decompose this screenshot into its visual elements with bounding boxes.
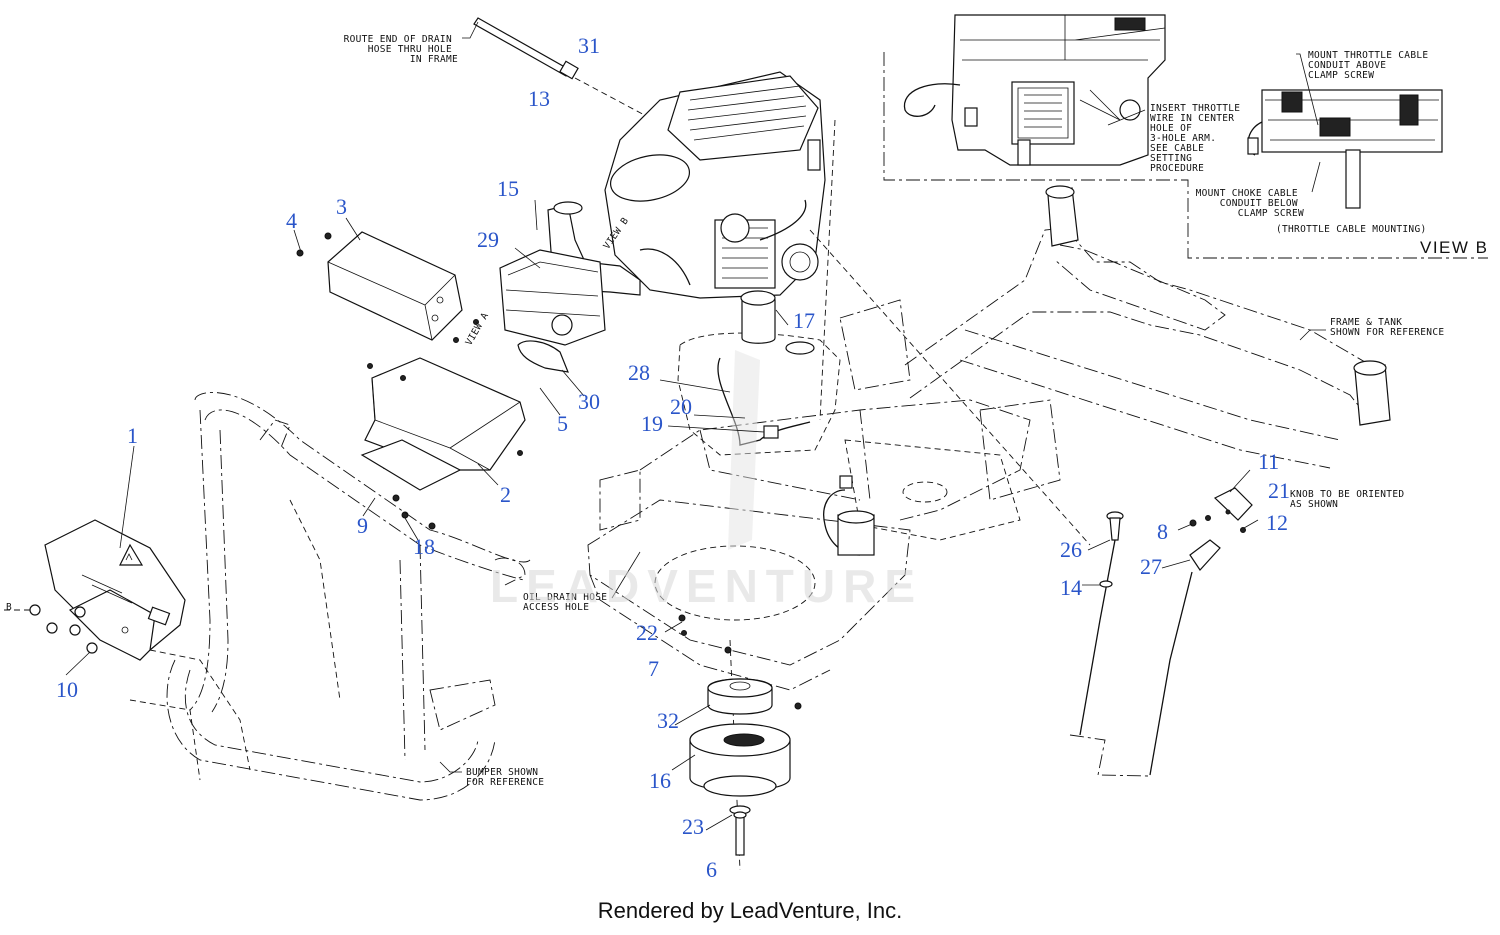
note-line: FRAME & TANK: [1330, 317, 1402, 328]
note-line: PROCEDURE: [1150, 163, 1204, 174]
callout-6: 6: [706, 857, 717, 882]
callout-17: 17: [793, 308, 815, 333]
callout-12: 12: [1266, 510, 1288, 535]
note-line: CONDUIT ABOVE: [1308, 60, 1386, 71]
callout-11: 11: [1258, 449, 1279, 474]
callout-23: 23: [682, 814, 704, 839]
note-view-a: VIEW A: [464, 311, 492, 348]
view-b-caption: (THROTTLE CABLE MOUNTING): [1276, 224, 1427, 235]
note-line: HOSE THRU HOLE: [368, 44, 452, 55]
heat-shield-drawing: [296, 231, 479, 343]
note-choke-conduit: MOUNT CHOKE CABLE CONDUIT BELOW CLAMP SC…: [1196, 188, 1304, 219]
note-frame-tank: FRAME & TANK SHOWN FOR REFERENCE: [1330, 317, 1444, 338]
note-insert-throttle-wire: INSERT THROTTLE WIRE IN CENTER HOLE OF 3…: [1150, 103, 1246, 174]
callout-30: 30: [578, 389, 600, 414]
callout-31: 31: [578, 33, 600, 58]
engine-drawing: [604, 71, 826, 299]
callout-28: 28: [628, 360, 650, 385]
callout-20: 20: [670, 394, 692, 419]
note-line: FOR REFERENCE: [466, 777, 544, 788]
note-line: WIRE IN CENTER: [1150, 113, 1234, 124]
note-line: IN FRAME: [410, 54, 458, 65]
note-b-marker: B: [6, 602, 12, 613]
note-oil-drain: OIL DRAIN HOSE ACCESS HOLE: [523, 592, 613, 613]
callout-2: 2: [500, 482, 511, 507]
note-line: CONDUIT BELOW: [1220, 198, 1298, 209]
note-line: BUMPER SHOWN: [466, 767, 538, 778]
callout-13: 13: [528, 86, 550, 111]
note-line: CLAMP SCREW: [1238, 208, 1304, 219]
note-line: KNOB TO BE ORIENTED: [1290, 489, 1404, 500]
callout-15: 15: [497, 176, 519, 201]
view-b-label: VIEW B: [1420, 238, 1489, 257]
note-knob: KNOB TO BE ORIENTED AS SHOWN: [1290, 489, 1410, 510]
callout-27: 27: [1140, 554, 1162, 579]
callout-5: 5: [557, 411, 568, 436]
callout-1: 1: [127, 423, 138, 448]
callout-18: 18: [413, 534, 435, 559]
note-bumper: BUMPER SHOWN FOR REFERENCE: [466, 767, 544, 788]
callout-14: 14: [1060, 575, 1082, 600]
note-line: ROUTE END OF DRAIN: [344, 34, 452, 45]
muffler-drawing: [499, 201, 641, 373]
callouts: 1 2 3 4 5 6 7 8 9 10 11 12 13 14 15 16 1…: [56, 33, 1290, 882]
bumper-drawing: [129, 392, 531, 801]
note-line: ACCESS HOLE: [523, 602, 589, 613]
callout-8: 8: [1157, 519, 1168, 544]
note-drain-hose: ROUTE END OF DRAIN HOSE THRU HOLE IN FRA…: [344, 34, 458, 65]
callout-7: 7: [648, 656, 659, 681]
drain-hose-drawing: ROUTE END OF DRAIN HOSE THRU HOLE IN FRA…: [344, 17, 651, 119]
note-line: OIL DRAIN HOSE: [523, 592, 607, 603]
note-line: MOUNT CHOKE CABLE: [1196, 188, 1298, 199]
note-line: SEE CABLE: [1150, 143, 1204, 154]
callout-4: 4: [286, 208, 297, 233]
clutch-pulley-drawing: [678, 614, 802, 871]
cable-drawing: [1069, 487, 1253, 777]
note-line: SHOWN FOR REFERENCE: [1330, 327, 1444, 338]
note-line: INSERT THROTTLE: [1150, 103, 1240, 114]
note-line: SETTING: [1150, 153, 1192, 164]
note-line: 3-HOLE ARM.: [1150, 133, 1216, 144]
note-line: HOLE OF: [1150, 123, 1192, 134]
callout-21: 21: [1268, 478, 1290, 503]
callout-10: 10: [56, 677, 78, 702]
inset-engine-drawing: [903, 14, 1443, 209]
callout-9: 9: [357, 513, 368, 538]
note-line: AS SHOWN: [1290, 499, 1338, 510]
note-line: MOUNT THROTTLE CABLE: [1308, 50, 1428, 61]
callout-29: 29: [477, 227, 499, 252]
note-throttle-conduit: MOUNT THROTTLE CABLE CONDUIT ABOVE CLAMP…: [1308, 50, 1434, 81]
callout-22: 22: [636, 620, 658, 645]
watermark-logo: [728, 350, 760, 550]
footer-credit: Rendered by LeadVenture, Inc.: [597, 898, 903, 923]
callout-19: 19: [641, 411, 663, 436]
callout-26: 26: [1060, 537, 1082, 562]
callout-16: 16: [649, 768, 671, 793]
watermark-text: LEADVENTURE: [490, 560, 923, 612]
view-b-inset: INSERT THROTTLE WIRE IN CENTER HOLE OF 3…: [883, 14, 1489, 259]
callout-3: 3: [336, 194, 347, 219]
front-bracket-drawing: [0, 519, 186, 661]
callout-leaders: [65, 199, 1259, 831]
frame-drawing: [587, 185, 1391, 691]
note-line: CLAMP SCREW: [1308, 70, 1374, 81]
shroud-drawing: [360, 357, 526, 530]
callout-32: 32: [657, 708, 679, 733]
